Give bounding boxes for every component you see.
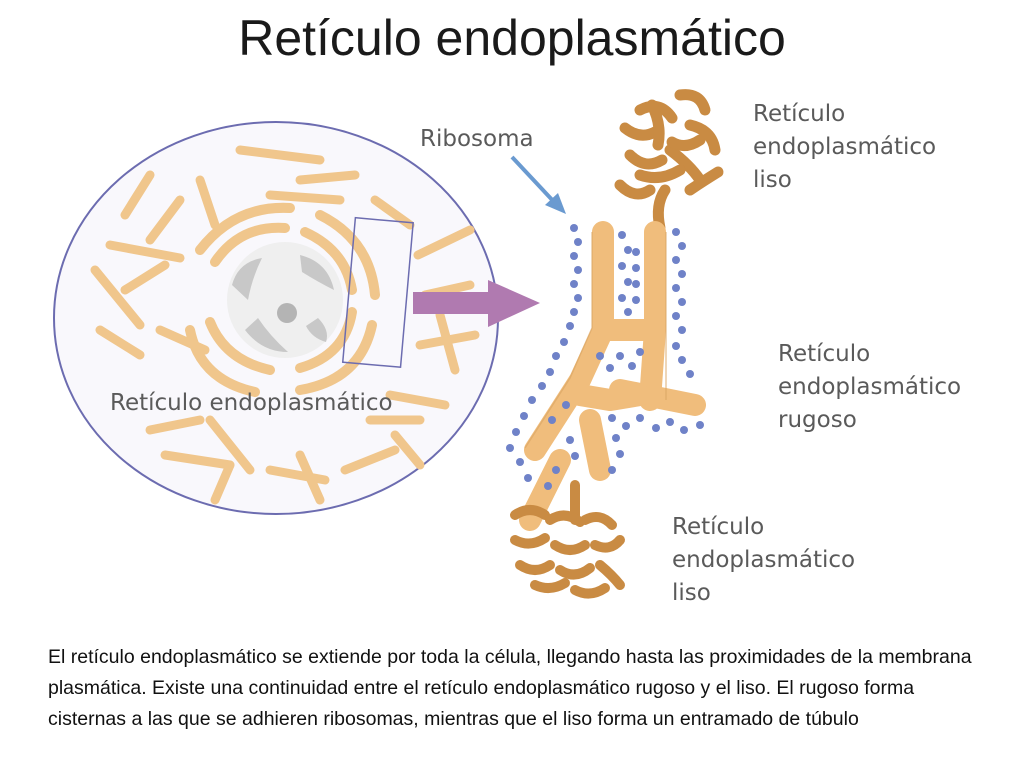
label-rough-er-line2: endoplasmático	[778, 374, 961, 400]
nucleus	[227, 242, 343, 358]
label-reticulo-cell: Retículo endoplasmático	[110, 390, 393, 416]
slide-title: Retículo endoplasmático	[238, 10, 786, 66]
rough-er-outline	[524, 232, 667, 449]
smooth-er-bottom	[510, 480, 625, 599]
label-smooth-er-top-line2: endoplasmático	[753, 134, 936, 160]
cell	[53, 121, 499, 515]
smooth-er-top	[614, 89, 724, 234]
cytoplasm-er-tubules	[90, 145, 480, 505]
label-rough-er-line3: rugoso	[778, 407, 857, 433]
label-ribosoma: Ribosoma	[420, 126, 534, 152]
arrow-down-right-icon	[510, 155, 566, 214]
rough-er	[519, 221, 706, 531]
nucleolus	[277, 303, 297, 323]
label-smooth-er-bottom-line1: Retículo	[672, 514, 764, 540]
label-smooth-er-bottom-line2: endoplasmático	[672, 547, 855, 573]
label-smooth-er-top-line1: Retículo	[753, 101, 845, 127]
label-rough-er-line1: Retículo	[778, 341, 870, 367]
perinuclear-er	[185, 202, 380, 397]
slide-caption: El retículo endoplasmático se extiende p…	[48, 646, 972, 730]
er-diagram: Retículo endoplasmático	[53, 89, 961, 606]
ribosomes	[506, 224, 704, 490]
label-smooth-er-bottom-line3: liso	[672, 580, 711, 606]
label-smooth-er-top-line3: liso	[753, 167, 792, 193]
zoom-selection-box	[341, 216, 414, 369]
arrow-right-icon	[413, 280, 540, 327]
